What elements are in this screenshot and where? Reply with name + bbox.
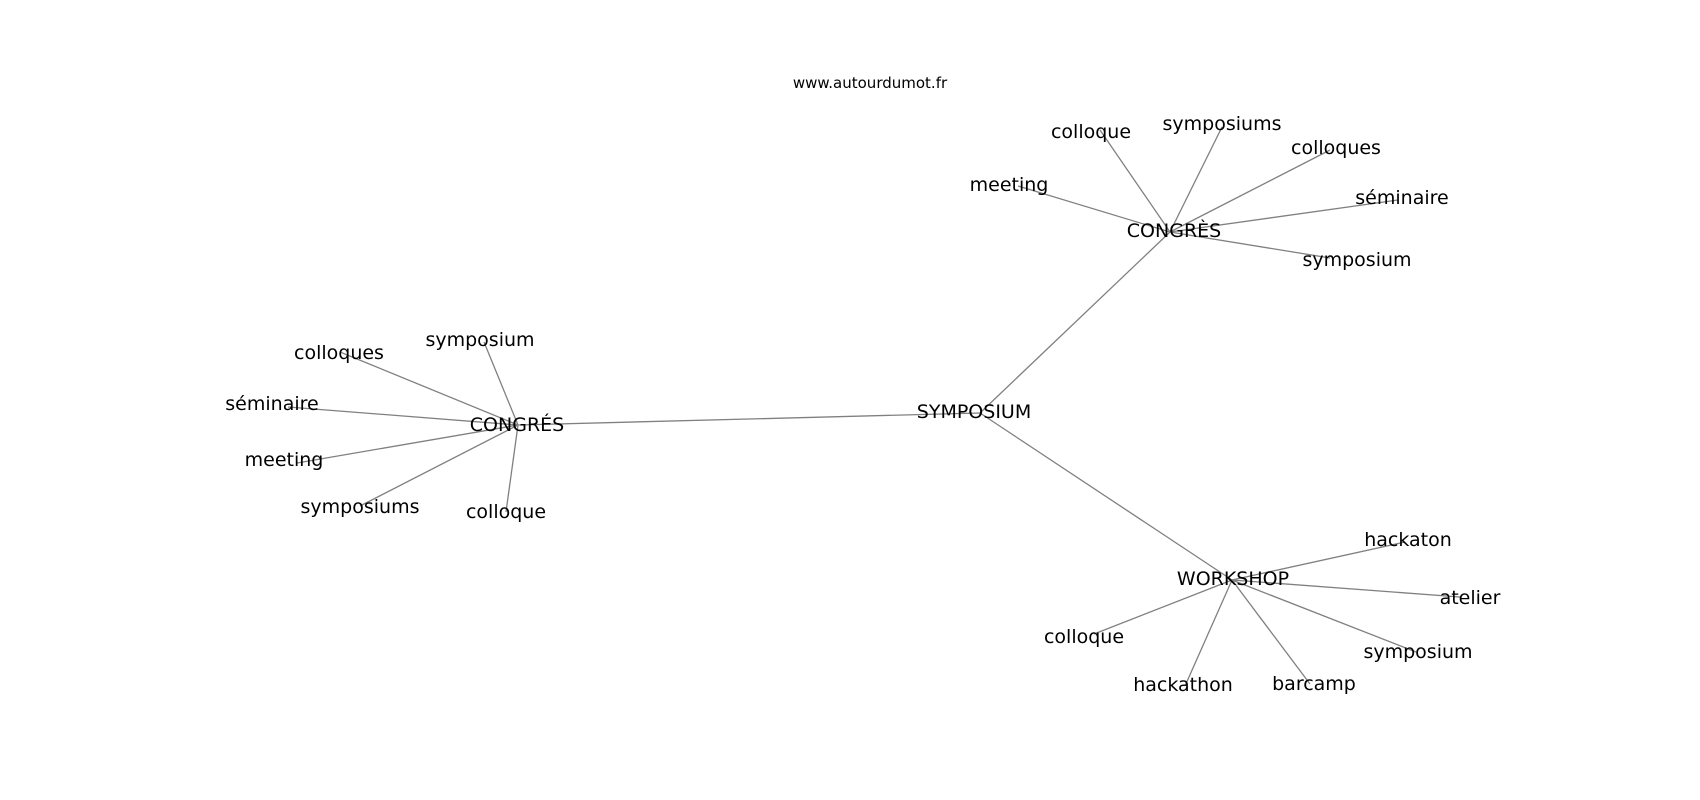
root-branch-edge — [979, 412, 1233, 581]
root-branch-edge — [979, 231, 1171, 414]
branch-leaf-edge — [1169, 231, 1331, 259]
branch-leaf-edge — [1184, 579, 1233, 687]
branch-leaf-edge — [296, 424, 519, 464]
branch-leaf-edge — [1169, 199, 1399, 233]
branch-node-congres-top[interactable]: CONGRÈS — [1127, 219, 1221, 242]
leaf-node[interactable]: symposium — [1302, 249, 1411, 271]
leaf-node[interactable]: meeting — [245, 449, 324, 471]
branch-node-congres-left[interactable]: CONGRÉS — [470, 413, 564, 436]
branch-node-workshop[interactable]: WORKSHOP — [1177, 568, 1289, 590]
leaf-node[interactable]: séminaire — [225, 393, 318, 415]
leaf-node[interactable]: colloques — [294, 342, 384, 364]
leaf-node[interactable]: colloque — [1051, 121, 1131, 143]
leaf-node[interactable]: séminaire — [1355, 187, 1448, 209]
leaf-node[interactable]: meeting — [970, 174, 1049, 196]
watermark-text: www.autourdumot.fr — [793, 74, 948, 92]
branch-leaf-edge — [1099, 129, 1171, 233]
leaf-node[interactable]: symposiums — [1163, 113, 1282, 135]
branch-leaf-edge — [505, 424, 519, 513]
leaf-node[interactable]: symposium — [1363, 641, 1472, 663]
branch-leaf-edge — [1017, 185, 1171, 233]
leaf-node[interactable]: symposiums — [301, 496, 420, 518]
leaf-node[interactable]: colloque — [1044, 626, 1124, 648]
leaf-node[interactable]: atelier — [1440, 587, 1501, 609]
leaf-node[interactable]: hackaton — [1364, 529, 1452, 551]
leaf-node[interactable]: barcamp — [1272, 673, 1356, 695]
branch-leaf-edge — [1169, 126, 1223, 233]
root-branch-edge — [517, 412, 981, 426]
leaf-node[interactable]: symposium — [425, 329, 534, 351]
branch-leaf-edge — [287, 406, 519, 426]
branch-leaf-edge — [359, 424, 519, 507]
leaf-node[interactable]: hackathon — [1133, 674, 1233, 696]
branch-leaf-edge — [1231, 579, 1311, 685]
branch-leaf-edge — [1231, 541, 1406, 581]
branch-leaf-edge — [1169, 149, 1331, 233]
branch-leaf-edge — [1231, 579, 1461, 598]
leaf-node[interactable]: colloque — [466, 501, 546, 523]
graph-edges — [287, 126, 1461, 687]
root-node[interactable]: SYMPOSIUM — [917, 401, 1031, 423]
leaf-node[interactable]: colloques — [1291, 137, 1381, 159]
branch-leaf-edge — [1231, 579, 1417, 653]
branch-leaf-edge — [483, 341, 519, 426]
branch-leaf-edge — [1093, 579, 1233, 635]
branch-leaf-edge — [339, 351, 519, 426]
